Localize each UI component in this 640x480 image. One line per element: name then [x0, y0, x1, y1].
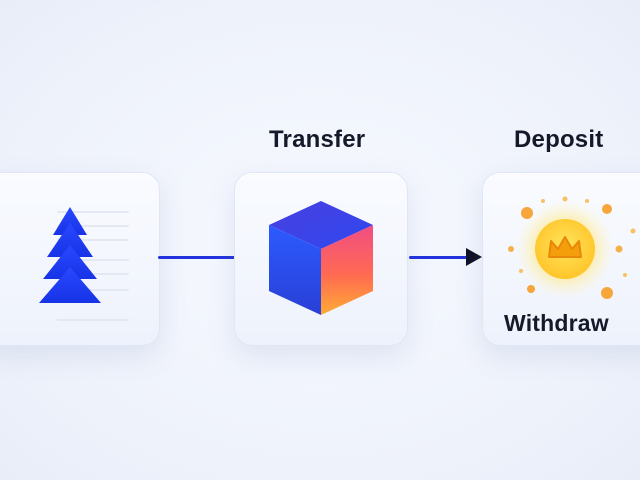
- document-line: [57, 211, 129, 213]
- document-line: [57, 225, 129, 227]
- transfer-label: Transfer: [269, 126, 366, 153]
- document-line: [57, 289, 129, 291]
- deposit-label: Deposit: [514, 126, 604, 153]
- deposit-node-card[interactable]: [482, 172, 640, 346]
- document-line: [57, 239, 129, 241]
- withdraw-label: Withdraw: [504, 310, 609, 336]
- cube-icon: [269, 201, 373, 315]
- tree-icon: [39, 207, 101, 303]
- document-line: [57, 259, 129, 261]
- connector-line: [158, 256, 235, 259]
- arrow-head-icon: [466, 248, 482, 266]
- glowing-coin-icon: [508, 196, 636, 299]
- source-node-card[interactable]: [0, 172, 160, 346]
- connector-arrow-line: [409, 256, 467, 259]
- document-line: [57, 319, 129, 321]
- transfer-node-card[interactable]: [234, 172, 408, 346]
